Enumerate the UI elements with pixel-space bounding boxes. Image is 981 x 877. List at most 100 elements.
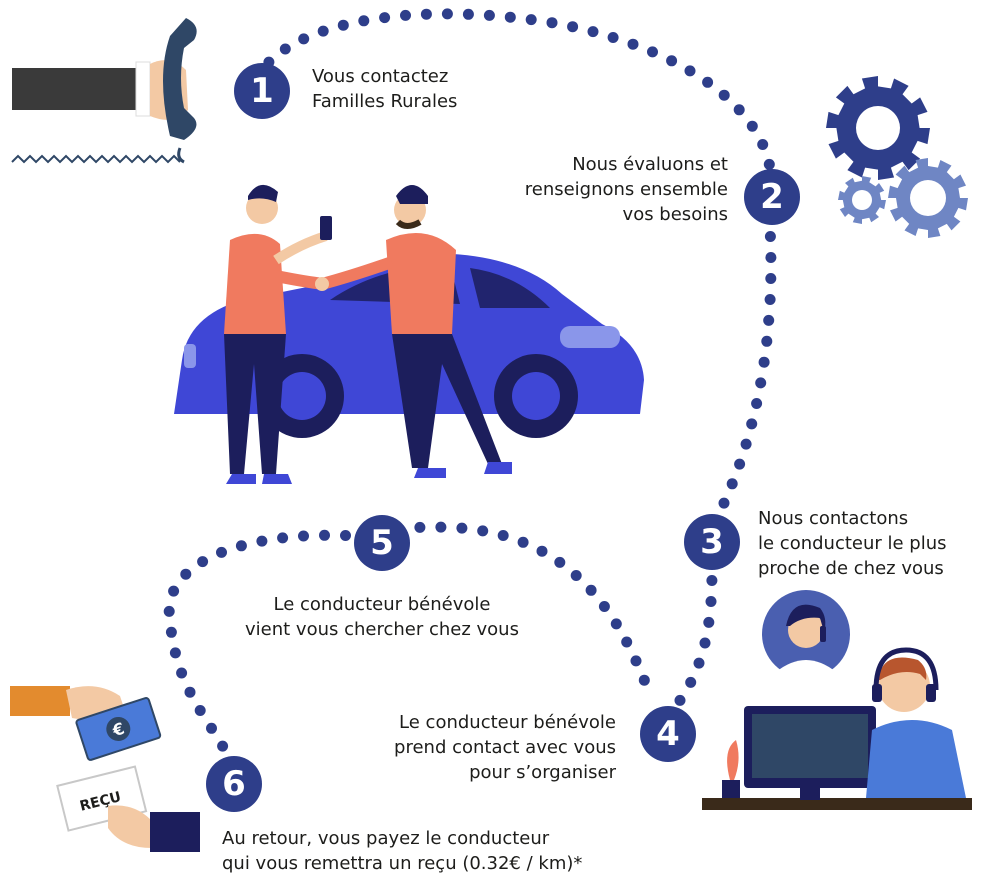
path-dot xyxy=(184,686,196,698)
path-dot xyxy=(483,9,495,21)
path-dot xyxy=(699,637,711,649)
step-text-2: Nous évaluons et renseignons ensemble vo… xyxy=(524,154,728,225)
path-dot xyxy=(761,335,773,347)
path-dot xyxy=(168,585,180,597)
path-dot xyxy=(169,647,181,659)
operator-headset-illustration xyxy=(702,647,972,810)
path-dot xyxy=(607,32,619,43)
path-dot xyxy=(536,545,548,557)
path-dot xyxy=(546,17,558,29)
path-dot xyxy=(340,530,351,541)
path-dot xyxy=(235,540,247,552)
path-dot xyxy=(757,139,769,150)
path-dot xyxy=(567,21,579,33)
step-number-6: 6 xyxy=(206,756,262,812)
path-dot xyxy=(740,438,752,450)
path-dot xyxy=(504,11,516,23)
path-dot xyxy=(256,535,268,547)
path-dot xyxy=(462,8,474,20)
path-dot xyxy=(570,570,582,581)
path-dot xyxy=(587,26,599,38)
path-dot xyxy=(319,529,330,541)
path-dot xyxy=(337,19,349,31)
path-dot xyxy=(666,55,678,67)
gears-icon xyxy=(826,76,968,238)
gear-hole xyxy=(910,180,946,216)
path-dot xyxy=(703,616,715,628)
path-dot xyxy=(420,8,432,20)
receipt-hand-illustration: REÇU xyxy=(56,765,200,852)
path-dot xyxy=(217,740,229,752)
dotted-path xyxy=(163,8,777,752)
path-dot xyxy=(718,89,730,101)
path-dot xyxy=(758,356,770,368)
step-number-3: 3 xyxy=(684,514,740,570)
path-dot xyxy=(733,104,745,116)
path-dot xyxy=(165,626,177,638)
car-handshake-illustration xyxy=(174,184,644,484)
path-dot xyxy=(456,522,468,534)
path-dot xyxy=(746,418,758,430)
path-dot xyxy=(477,525,489,537)
path-dot xyxy=(358,15,370,27)
path-dot xyxy=(674,694,686,706)
euro-symbol: € xyxy=(109,719,126,741)
step-text-5: Le conducteur bénévole vient vous cherch… xyxy=(245,594,519,640)
path-dot xyxy=(554,556,566,568)
path-dot xyxy=(585,584,597,596)
step-text-1: Vous contactez Familles Rurales xyxy=(312,66,458,112)
path-dot xyxy=(163,605,175,617)
woman-phone-avatar xyxy=(762,590,850,688)
money-hand-illustration: € xyxy=(10,686,162,761)
path-dot xyxy=(765,273,777,284)
path-dot xyxy=(180,568,192,580)
path-dot xyxy=(734,458,746,470)
step-text-3: Nous contactons le conducteur le plus pr… xyxy=(758,508,947,579)
gear-hole xyxy=(856,106,900,150)
path-dot xyxy=(497,530,509,541)
path-dot xyxy=(718,497,730,509)
path-dot xyxy=(194,705,206,716)
step-text-4: Le conducteur bénévole prend contact ave… xyxy=(394,712,616,783)
path-dot xyxy=(693,657,705,669)
path-dot xyxy=(176,667,188,679)
step-number-1: 1 xyxy=(234,63,290,119)
step-number-4: 4 xyxy=(640,706,696,762)
step-number-2: 2 xyxy=(744,169,800,225)
path-dot xyxy=(627,38,639,50)
path-dot xyxy=(765,252,777,263)
path-dot xyxy=(764,231,776,242)
path-dot xyxy=(206,722,217,734)
path-dot xyxy=(764,294,776,305)
path-dot xyxy=(630,655,642,667)
path-dot xyxy=(277,532,289,544)
path-dot xyxy=(755,377,767,389)
path-dot xyxy=(197,556,209,568)
path-dot xyxy=(705,596,717,607)
telephone-handset-icon xyxy=(11,18,197,164)
path-dot xyxy=(763,314,775,326)
path-dot xyxy=(216,546,227,558)
path-dot xyxy=(517,536,529,548)
path-dot xyxy=(298,33,310,45)
step-number-5: 5 xyxy=(354,515,410,571)
path-dot xyxy=(702,76,714,88)
path-dot xyxy=(414,521,426,533)
path-dot xyxy=(751,398,763,409)
path-dot xyxy=(525,14,537,26)
path-dot xyxy=(647,46,658,58)
path-dot xyxy=(610,618,622,630)
path-dot xyxy=(298,530,309,542)
path-dot xyxy=(746,120,758,132)
path-dot xyxy=(684,65,696,77)
path-dot xyxy=(435,521,447,533)
step-text-6: Au retour, vous payez le conducteur qui … xyxy=(222,828,583,874)
path-dot xyxy=(279,43,291,55)
path-dot xyxy=(685,676,697,688)
path-dot xyxy=(379,12,391,24)
path-dot xyxy=(726,478,738,490)
path-dot xyxy=(706,575,718,586)
gear-hole xyxy=(852,190,872,210)
path-dot xyxy=(621,636,633,648)
